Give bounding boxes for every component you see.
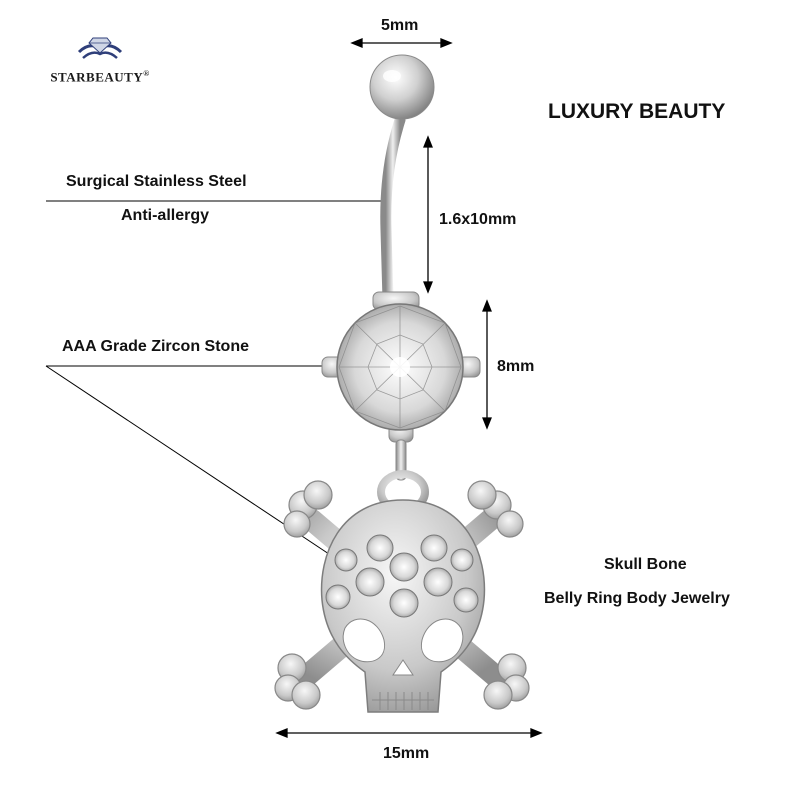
stone-label: AAA Grade Zircon Stone: [62, 338, 249, 355]
brand-logo: STARBEAUTY®: [40, 34, 160, 85]
top-ball: [369, 54, 435, 120]
dimension-arrows: [275, 38, 543, 738]
brand-name: STARBEAUTY®: [50, 69, 150, 85]
bar-size-label: 1.6x10mm: [439, 211, 517, 228]
skull: [320, 499, 486, 713]
pointer-lines: [45, 200, 388, 561]
nose-hole: [392, 659, 414, 676]
material-label: Surgical Stainless Steel: [66, 173, 247, 190]
ball-width-label: 5mm: [381, 17, 419, 34]
anti-allergy-label: Anti-allergy: [121, 207, 210, 224]
pendant-width-label: 15mm: [383, 745, 430, 762]
dangle-link: [395, 439, 407, 481]
curved-bar: [380, 114, 406, 306]
right-eye-socket: [420, 618, 464, 663]
stone-size-label: 8mm: [497, 358, 535, 375]
skull-crystals: [325, 534, 479, 618]
zircon-stone: [336, 303, 464, 431]
product-type-label: Belly Ring Body Jewelry: [544, 590, 730, 607]
product-name-label: Skull Bone: [604, 556, 687, 573]
left-eye-socket: [342, 618, 386, 663]
headline: LUXURY BEAUTY: [548, 100, 726, 123]
diamond-logo-icon: [77, 37, 123, 59]
